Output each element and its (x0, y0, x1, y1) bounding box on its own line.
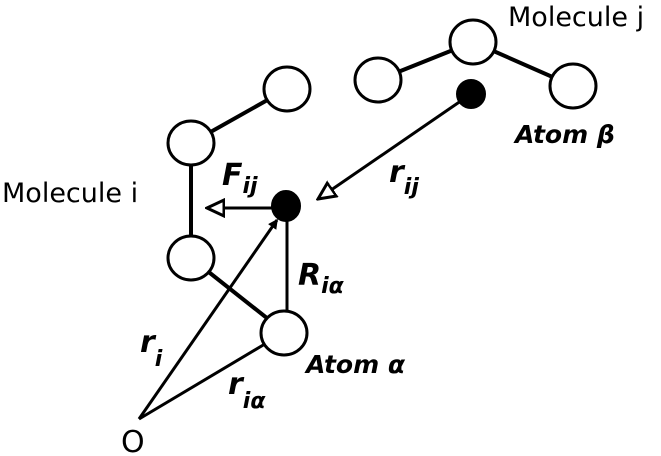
atom-i-lower (166, 234, 216, 282)
r-i-symbol-sub: i (155, 347, 163, 372)
atom-beta-label: Atom β (513, 120, 615, 149)
R-ialpha-symbol: Riα (298, 258, 345, 299)
vector-r-ij (318, 92, 472, 199)
molecule-j-atoms (353, 18, 598, 110)
position-vectors (137, 206, 292, 421)
r-ialpha-symbol-sub: iα (243, 389, 267, 414)
r-ij-symbol-main: r (389, 155, 406, 190)
R-ialpha-symbol-sub: iα (321, 274, 345, 299)
molecule-i-label: Molecule i (2, 178, 138, 209)
origin-label: O (121, 425, 145, 456)
atom-alpha-label: Atom α (304, 350, 406, 379)
vector-r-ialpha (138, 336, 277, 421)
atom-beta (456, 79, 486, 109)
r-ij-symbol-sub: ij (404, 175, 420, 200)
molecule-i-atoms (166, 65, 312, 357)
atom-i-center (271, 190, 301, 222)
atom-j-left (353, 56, 403, 104)
r-i-symbol-main: r (140, 325, 157, 360)
r-ialpha-symbol: riα (228, 367, 266, 414)
force-symbol: Fij (222, 158, 258, 199)
r-ij-symbol: rij (389, 155, 419, 200)
molecule-j-label: Molecule j (508, 2, 644, 33)
atom-i-upper (166, 119, 216, 167)
force-symbol-sub: ij (243, 174, 259, 199)
r-i-symbol: ri (140, 325, 163, 372)
R-ialpha-symbol-main: R (298, 258, 321, 293)
atom-j-right (548, 62, 598, 110)
atom-i-top (262, 65, 312, 113)
vector-r-i (137, 218, 279, 420)
atom-alpha (259, 309, 309, 357)
interaction-vectors (207, 92, 472, 208)
r-ialpha-symbol-main: r (228, 367, 245, 402)
atom-j-top (448, 18, 498, 66)
force-symbol-main: F (222, 158, 243, 193)
